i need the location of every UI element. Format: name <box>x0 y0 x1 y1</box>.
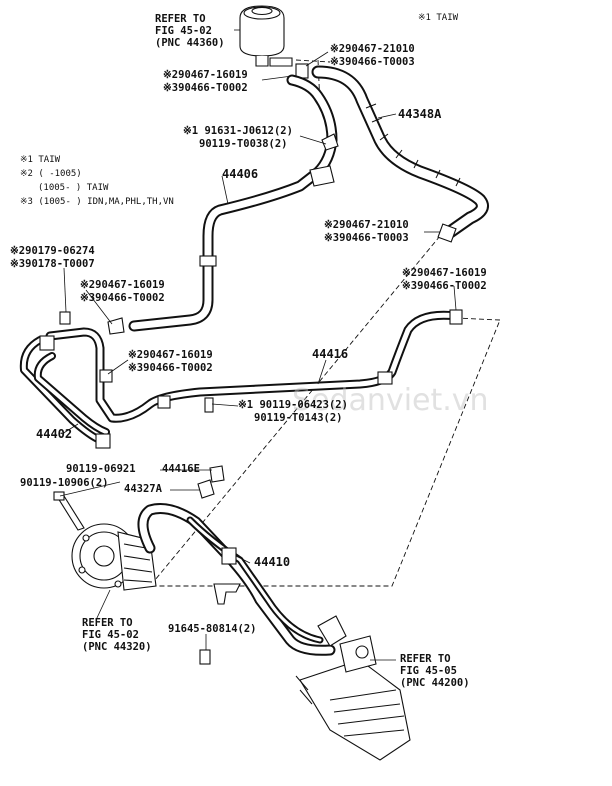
clamp-44416-mid[interactable] <box>99 369 171 409</box>
clamp-right-mid-line-1[interactable]: ※290467-16019 <box>402 267 487 279</box>
bolt-mid-line-2[interactable]: 90119-T0143(2) <box>254 412 343 424</box>
clamp-left[interactable] <box>59 311 71 325</box>
clamp-left-line-2[interactable]: ※390178-T0007 <box>10 258 95 270</box>
label-44327a[interactable]: 44327A <box>124 483 163 495</box>
bolt-bottom[interactable] <box>199 649 211 665</box>
clamp-left-mid[interactable] <box>107 317 125 335</box>
clamp-top-left-line-2[interactable]: ※390466-T0002 <box>163 82 248 94</box>
watermark-text: Sedanviet.vn <box>292 383 489 418</box>
reservoir-tank[interactable] <box>239 5 293 67</box>
legend-line-2: ※2 ( -1005) <box>20 169 82 179</box>
pump-bolt[interactable] <box>53 491 85 531</box>
label-44348a[interactable]: 44348A <box>398 107 442 121</box>
clamp-top-right-line-1[interactable]: ※290467-21010 <box>330 43 415 55</box>
bolt-top-line-2[interactable]: 90119-T0038(2) <box>199 138 288 150</box>
label-44406[interactable]: 44406 <box>222 167 258 181</box>
clamp-left-mid-line-1[interactable]: ※290467-16019 <box>80 279 165 291</box>
refer-reservoir-line-2[interactable]: FIG 45-02 <box>155 25 212 37</box>
clamp-44416-right[interactable] <box>377 309 463 385</box>
assembly-outline <box>149 59 501 587</box>
taiw-note: ※1 TAIW <box>418 13 459 23</box>
refer-reservoir-line-1[interactable]: REFER TO <box>155 13 206 25</box>
label-44410[interactable]: 44410 <box>254 555 290 569</box>
bracket-44406[interactable] <box>199 133 339 267</box>
hose-44410[interactable] <box>137 503 336 656</box>
power-steering-pump[interactable] <box>71 523 157 591</box>
bolt-mid[interactable] <box>204 397 214 413</box>
clamp-top-left-line-1[interactable]: ※290467-16019 <box>163 69 248 81</box>
label-44416e[interactable]: 44416E <box>162 463 200 475</box>
refer-pump-line-2[interactable]: FIG 45-02 <box>82 629 139 641</box>
label-bolt-bottom[interactable]: 91645-80814(2) <box>168 623 257 635</box>
label-44402[interactable]: 44402 <box>36 427 72 441</box>
clamp-mid-right-line-1[interactable]: ※290467-21010 <box>324 219 409 231</box>
bolt-mid-line-1[interactable]: ※1 90119-06423(2) <box>238 399 348 411</box>
clamp-left-line-1[interactable]: ※290179-06274 <box>10 245 95 257</box>
leader-lines <box>59 29 457 661</box>
legend-line-1: ※1 TAIW <box>20 155 61 165</box>
hose-44406[interactable] <box>128 74 338 332</box>
refer-pump-line-1[interactable]: REFER TO <box>82 617 133 629</box>
refer-gear-line-2[interactable]: FIG 45-05 <box>400 665 457 677</box>
clamp-right-mid-line-2[interactable]: ※390466-T0002 <box>402 280 487 292</box>
pipe-44402[interactable] <box>19 335 111 449</box>
clamp-top-right-line-2[interactable]: ※390466-T0003 <box>330 56 415 68</box>
clamp-lower-mid-line-2[interactable]: ※390466-T0002 <box>128 362 213 374</box>
steering-gear[interactable] <box>295 615 411 761</box>
legend-line-4: ※3 (1005- ) IDN,MA,PHL,TH,VN <box>20 197 174 207</box>
union-bolt-44416e[interactable] <box>197 465 225 499</box>
clamp-44348a-lower[interactable] <box>437 223 457 243</box>
refer-gear-line-3[interactable]: (PNC 44200) <box>400 677 470 689</box>
refer-pump-line-3[interactable]: (PNC 44320) <box>82 641 152 653</box>
hose-44410-bracket[interactable] <box>213 583 241 605</box>
clamp-left-mid-line-2[interactable]: ※390466-T0002 <box>80 292 165 304</box>
clamp-lower-mid-line-1[interactable]: ※290467-16019 <box>128 349 213 361</box>
refer-gear-line-1[interactable]: REFER TO <box>400 653 451 665</box>
bolt-top-line-1[interactable]: ※1 91631-J0612(2) <box>183 125 293 137</box>
hose-44348a[interactable] <box>311 65 489 239</box>
clamp-mid-right-line-2[interactable]: ※390466-T0003 <box>324 232 409 244</box>
label-44416[interactable]: 44416 <box>312 347 348 361</box>
refer-reservoir-line-3[interactable]: (PNC 44360) <box>155 37 225 49</box>
legend-line-3: (1005- ) TAIW <box>38 183 109 193</box>
label-bolt-pump-2[interactable]: 90119-10906(2) <box>20 477 109 489</box>
label-bolt-pump-1[interactable]: 90119-06921 <box>66 463 136 475</box>
hose-44416[interactable] <box>45 310 461 423</box>
